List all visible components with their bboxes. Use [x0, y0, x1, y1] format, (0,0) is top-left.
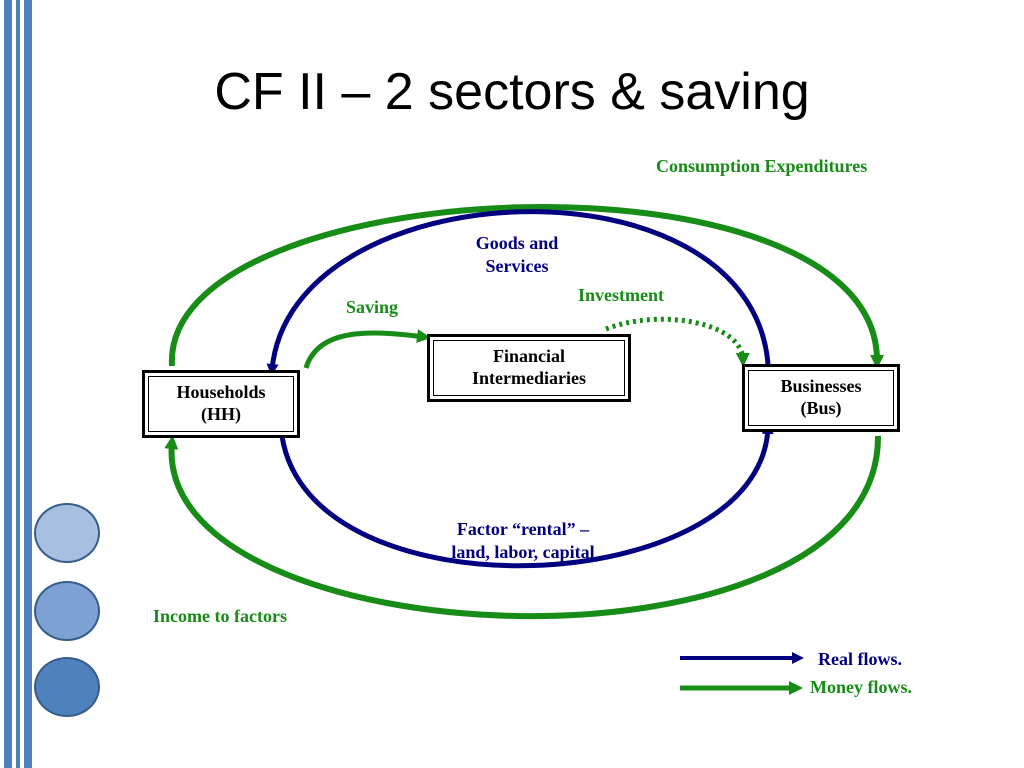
accent-bar-2: [16, 0, 20, 768]
investment-label: Investment: [578, 285, 664, 305]
financial-intermediaries-label: Financial Intermediaries: [472, 346, 586, 388]
accent-bar-1: [4, 0, 12, 768]
businesses-label: Businesses (Bus): [780, 376, 862, 418]
financial-intermediaries-node: Financial Intermediaries: [427, 334, 631, 402]
saving-flow-arrow: [303, 329, 431, 369]
income-flow-arrow: [164, 435, 882, 620]
households-node: Households (HH): [142, 370, 300, 438]
income-label: Income to factors: [153, 606, 287, 626]
goods-label: Goods and Services: [475, 233, 559, 276]
consumption-label: Consumption Expenditures: [656, 156, 868, 176]
households-label: Households (HH): [176, 382, 266, 424]
decor-circle-medium: [34, 581, 100, 641]
legend-real-label: Real flows.: [818, 649, 902, 669]
businesses-node: Businesses (Bus): [742, 364, 900, 432]
legend-money-label: Money flows.: [810, 677, 912, 697]
goods-flow-arrow: [266, 209, 771, 376]
consumption-flow-arrow: [168, 204, 885, 369]
decor-circle-light: [34, 503, 100, 563]
factor-label: Factor “rental” – land, labor, capital: [451, 519, 595, 562]
accent-bar-3: [24, 0, 32, 768]
factor-flow-arrow: [279, 422, 774, 569]
saving-label: Saving: [346, 297, 399, 317]
slide-title: CF II – 2 sectors & saving: [214, 63, 810, 121]
investment-flow-arrow: [605, 316, 750, 367]
decor-circle-dark: [34, 657, 100, 717]
